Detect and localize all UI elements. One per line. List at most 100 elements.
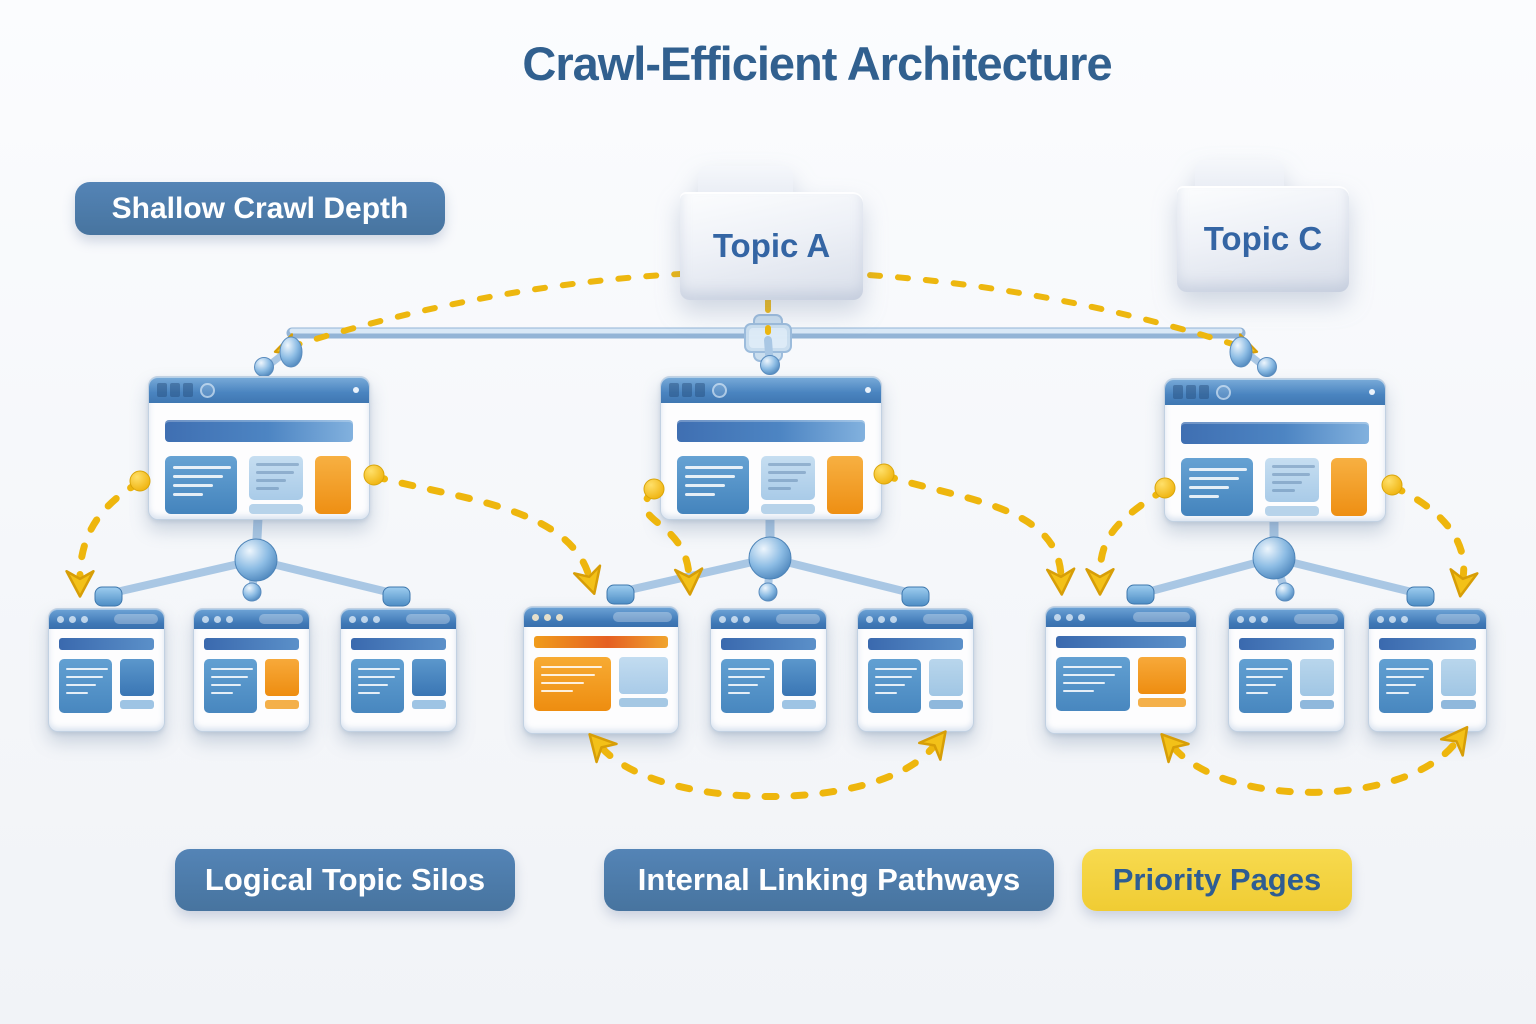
topic-c-silo-child-page-window <box>1368 608 1487 732</box>
titlebar-segment <box>1294 614 1338 624</box>
content-strip <box>1138 698 1186 707</box>
titlebar-circle-icon <box>712 382 727 398</box>
titlebar-dot-icon <box>1401 615 1408 623</box>
content-strip <box>618 698 668 707</box>
titlebar-dot-icon <box>69 615 76 623</box>
text-line <box>728 683 758 686</box>
titlebar-dot-icon <box>349 615 356 623</box>
internal-link-paths <box>65 471 1479 800</box>
window-titlebar <box>1165 379 1385 405</box>
page-header-block <box>1379 638 1476 650</box>
topic-b-silo-child-page-window <box>710 608 827 732</box>
page-header-block <box>721 638 816 650</box>
text-line <box>728 667 771 670</box>
window-titlebar <box>711 609 826 629</box>
content-strip <box>1299 700 1334 709</box>
page-content-row <box>351 659 446 713</box>
titlebar-segment <box>259 614 303 624</box>
content-block-side <box>1441 659 1476 696</box>
page-content-row <box>165 456 353 514</box>
page-header-block <box>204 638 299 650</box>
titlebar-dot-icon <box>1261 615 1268 623</box>
node-sphere <box>1229 336 1253 368</box>
titlebar-dot-icon <box>81 615 88 623</box>
text-line <box>173 466 231 469</box>
titlebar-dot-icon <box>1237 615 1244 623</box>
content-block-primary <box>1379 659 1434 713</box>
content-column <box>761 456 815 514</box>
titlebar-segment <box>613 612 672 622</box>
folder-body: Topic C <box>1177 186 1349 292</box>
content-block-secondary <box>761 456 815 500</box>
page-header-block <box>868 638 963 650</box>
titlebar-button <box>695 383 705 397</box>
text-line <box>768 463 812 466</box>
titlebar-dot-icon <box>57 615 64 623</box>
content-block-primary <box>59 659 112 713</box>
window-titlebar <box>49 609 164 629</box>
text-line <box>541 689 574 692</box>
folder-label: Topic C <box>1203 220 1323 257</box>
branch-knob <box>1406 586 1435 607</box>
text-line <box>768 479 799 482</box>
content-block-primary <box>534 657 611 711</box>
node-sphere <box>242 582 262 602</box>
text-line <box>1246 691 1269 694</box>
titlebar-button <box>1199 385 1209 399</box>
text-line <box>768 487 791 490</box>
text-line <box>1386 691 1409 694</box>
text-line <box>1063 665 1123 668</box>
content-block-primary <box>351 659 404 713</box>
content-column <box>264 659 299 713</box>
node-sphere <box>758 582 778 602</box>
text-line <box>728 675 765 678</box>
text-line <box>1189 495 1220 498</box>
text-line <box>66 675 103 678</box>
titlebar-segment <box>776 614 820 624</box>
link-anchor-dots <box>129 463 1403 500</box>
page-content-row <box>204 659 299 713</box>
text-line <box>1189 486 1230 489</box>
content-column <box>618 657 668 711</box>
page-content-row <box>1056 657 1186 711</box>
content-column <box>411 659 446 713</box>
content-column <box>928 659 963 713</box>
badge-logical-topic-silos: Logical Topic Silos <box>175 849 515 911</box>
text-line <box>685 484 726 487</box>
window-titlebar <box>858 609 973 629</box>
topic-a-silo-child-page-window <box>48 608 165 732</box>
folder-label: Topic A <box>712 227 831 264</box>
titlebar-dot-icon <box>866 615 873 623</box>
text-line <box>728 691 751 694</box>
node-sphere <box>1275 582 1295 602</box>
text-line <box>358 691 381 694</box>
page-header-block <box>351 638 446 650</box>
titlebar-dot-icon <box>373 615 380 623</box>
window-titlebar <box>1369 609 1486 629</box>
page-content-row <box>1239 659 1334 713</box>
titlebar-dot-icon <box>890 615 897 623</box>
titlebar-dot-icon <box>1377 615 1384 623</box>
titlebar-dot-icon <box>544 613 551 621</box>
text-line <box>541 673 595 676</box>
topic-a-silo-child-page-window <box>193 608 310 732</box>
content-column <box>119 659 154 713</box>
text-line <box>1272 481 1303 484</box>
page-content-row <box>721 659 816 713</box>
text-line <box>1386 667 1430 670</box>
titlebar-dot-icon <box>532 613 539 621</box>
content-block-primary <box>1239 659 1292 713</box>
titlebar-dot-icon <box>731 615 738 623</box>
window-titlebar <box>194 609 309 629</box>
titlebar-button <box>682 383 692 397</box>
titlebar-button <box>669 383 679 397</box>
titlebar-dot-icon <box>1066 613 1073 621</box>
content-block-secondary <box>249 456 303 500</box>
text-line <box>256 463 300 466</box>
content-column <box>1265 458 1319 516</box>
text-line <box>1189 477 1240 480</box>
topic-b-silo-hub-page-window <box>660 376 882 520</box>
text-line <box>358 675 395 678</box>
titlebar-segment <box>114 614 158 624</box>
